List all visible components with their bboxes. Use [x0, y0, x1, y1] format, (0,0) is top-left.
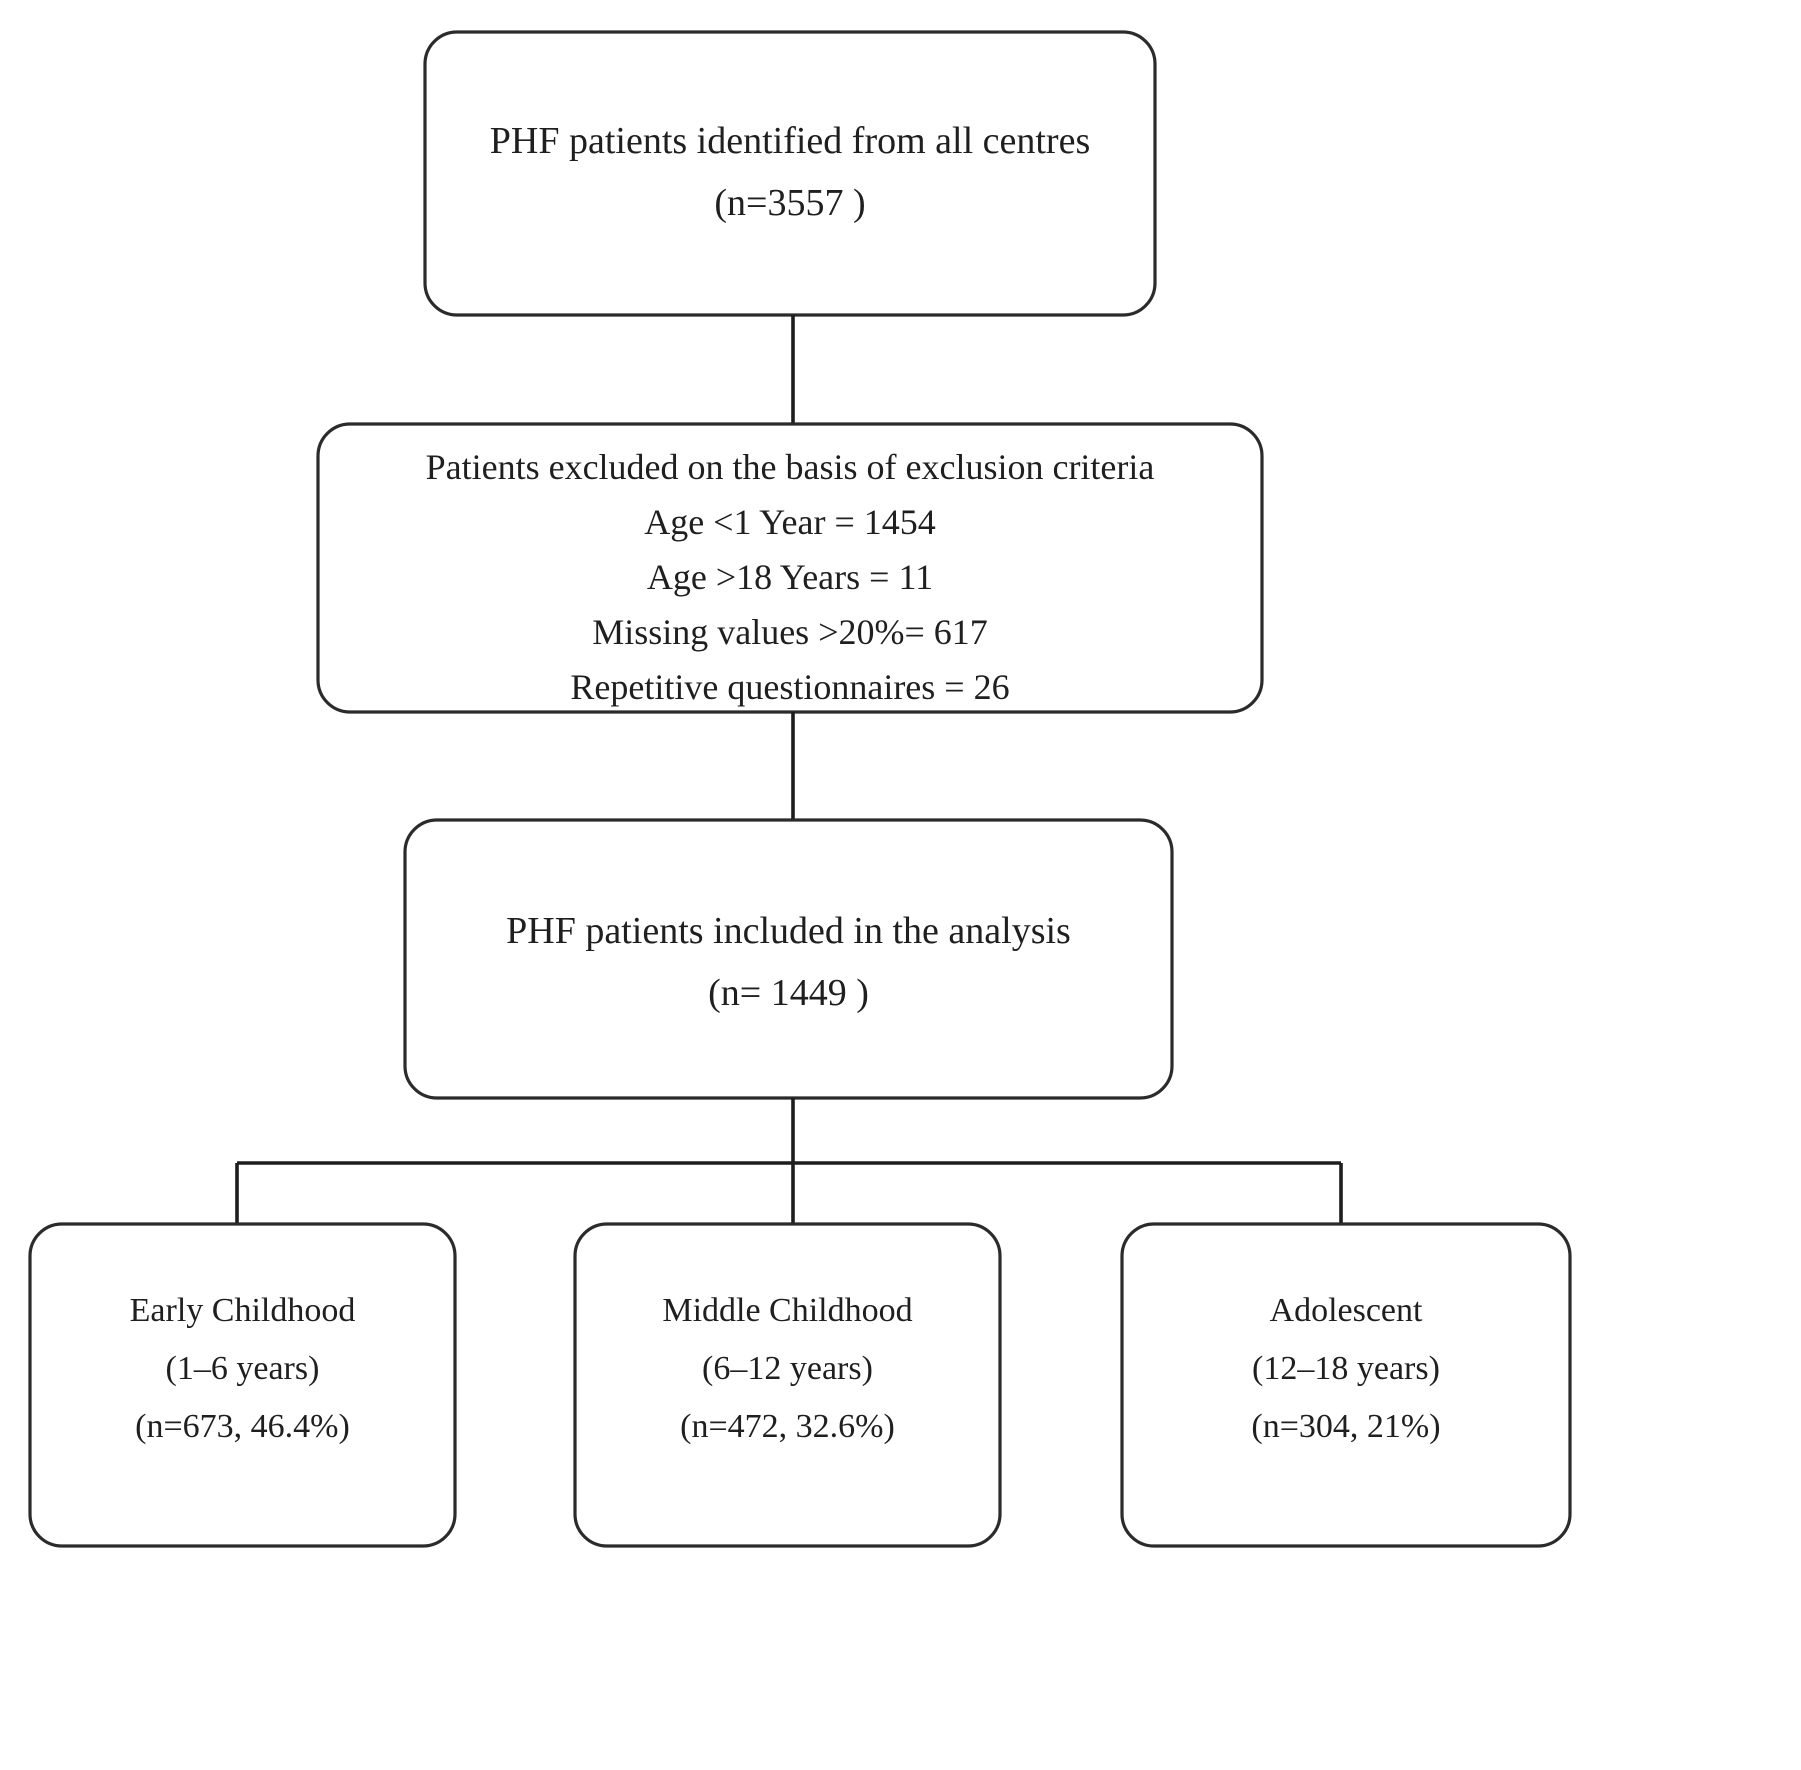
node-identified-box [423, 30, 1157, 317]
node-group-adolescent-box [1120, 1222, 1572, 1548]
node-group-early-childhood-box [28, 1222, 457, 1548]
node-included-box [403, 818, 1174, 1100]
node-group-middle-childhood-box [573, 1222, 1002, 1548]
node-excluded-box [316, 422, 1264, 714]
